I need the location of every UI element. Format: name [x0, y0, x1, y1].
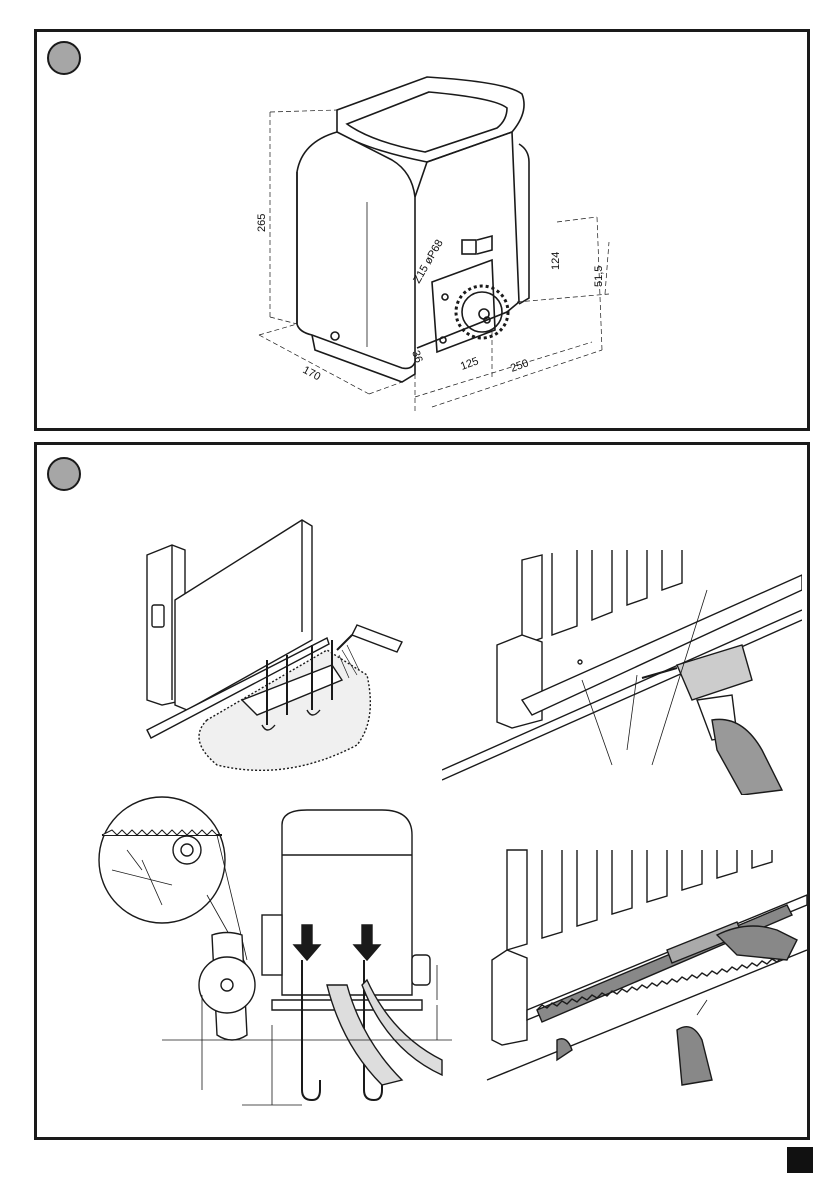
panel-installation-steps	[34, 442, 810, 1140]
dim-height: 265	[256, 214, 268, 232]
dim-base-height: 51,5	[593, 266, 605, 287]
motor-dimension-drawing: 265 170 250 125 124 51,5 36 Z15 øP68	[37, 32, 807, 428]
rack-installation-illustration	[447, 840, 807, 1090]
dim-length: 250	[509, 357, 530, 375]
page-corner-marker	[787, 1147, 813, 1173]
dim-pinion-spacing: 125	[459, 355, 480, 373]
drilling-illustration	[442, 550, 802, 795]
motor-housing	[297, 77, 529, 382]
panel-motor-dimensions: 265 170 250 125 124 51,5 36 Z15 øP68	[34, 29, 810, 431]
dim-pinion-height: 124	[550, 252, 562, 270]
base-plate-illustration	[127, 510, 427, 785]
step-marker-2	[47, 457, 81, 491]
section-detail-illustration	[72, 795, 452, 1125]
